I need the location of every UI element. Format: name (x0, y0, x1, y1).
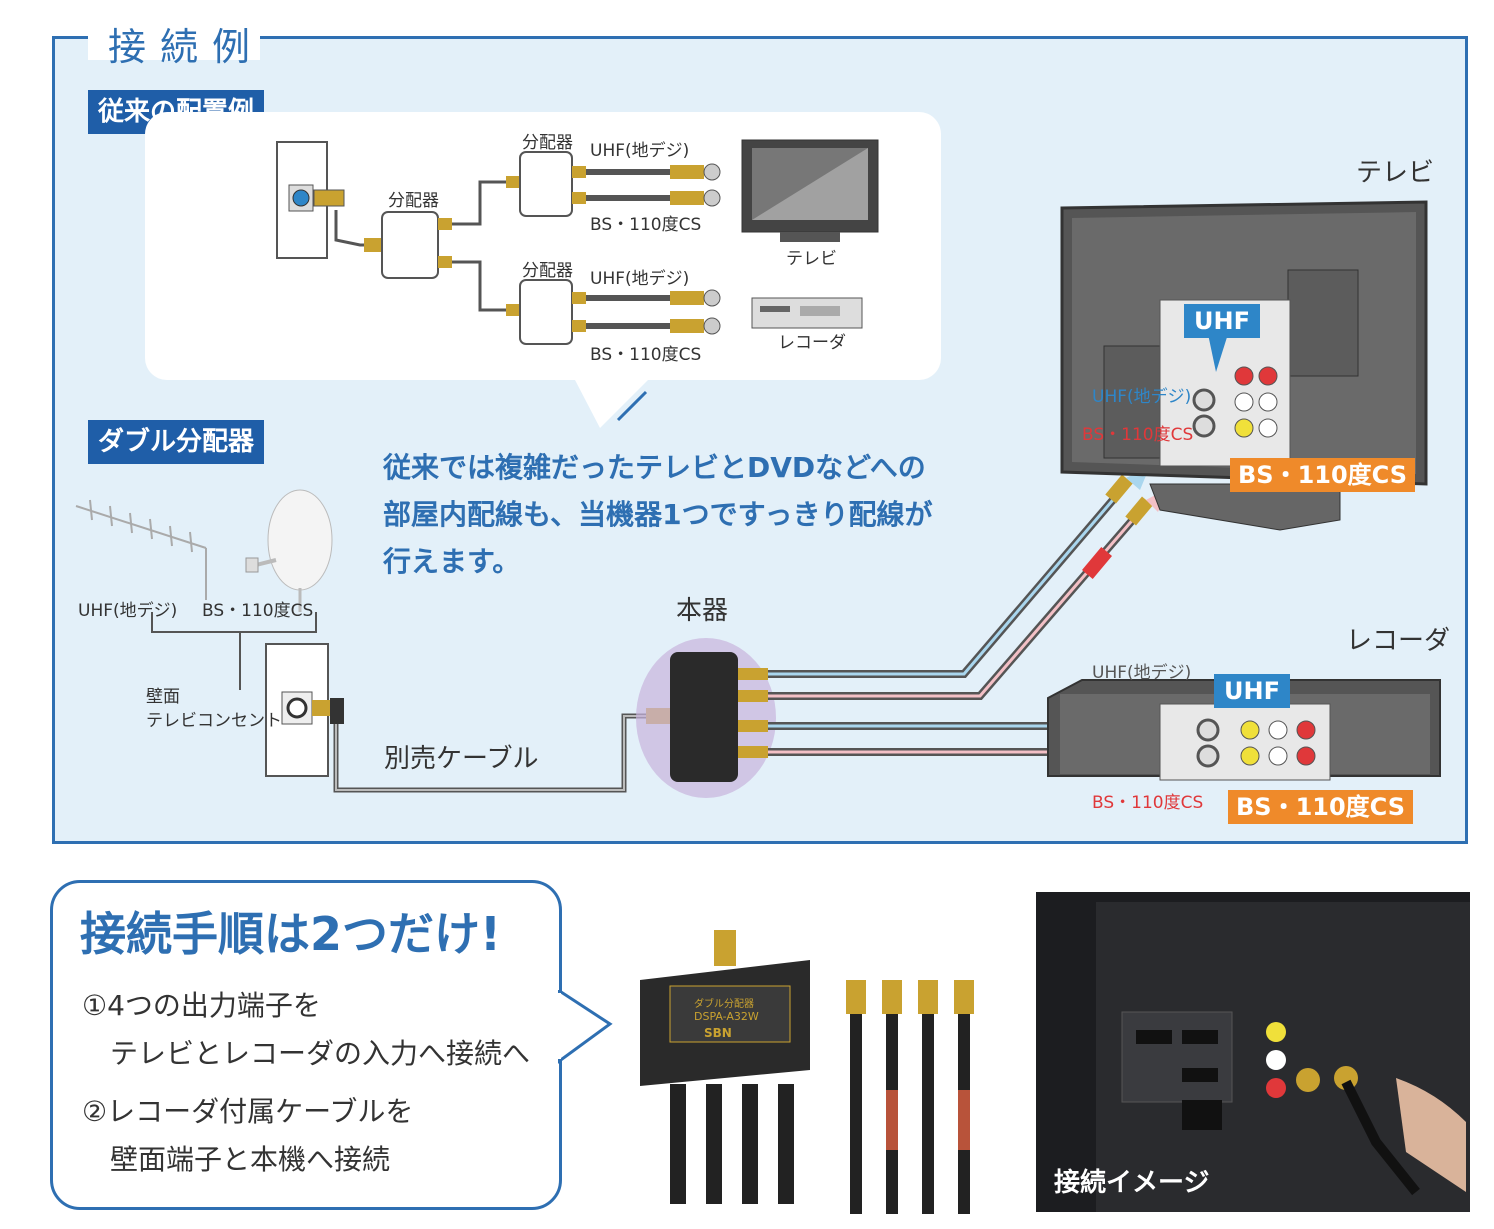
product-input-connector (714, 930, 736, 966)
cable-to-bottom-splitter (452, 260, 510, 312)
main-splitter-input-connector (364, 238, 382, 252)
conventional-recorder-label: レコーダ (778, 333, 846, 353)
top-uhf-cable (572, 163, 721, 181)
recorder-uhf-tag: UHF (1214, 674, 1290, 708)
product-model-top: ダブル分配器 (694, 999, 754, 1010)
page-title: 接続例 (108, 25, 265, 69)
tv-uhf-input-label: UHF(地デジ) (1092, 387, 1192, 407)
wall-outlet-label-1: 壁面 (146, 687, 180, 707)
recorder-bs-tag: BS・110度CS (1228, 790, 1414, 824)
description-line-1: 従来では複雑だったテレビとDVDなどへの (383, 451, 926, 484)
wall-outlet-label-2: テレビコンセント (146, 711, 282, 731)
step-1-line-2: テレビとレコーダの入力へ接続へ (110, 1037, 531, 1070)
conventional-wiring-svg (276, 139, 879, 428)
description-line-3: 行えます。 (383, 545, 521, 578)
main-splitter-output-2 (438, 256, 452, 268)
accessory-cables (846, 980, 974, 1214)
tv-bs-input-label: BS・110度CS (1082, 425, 1194, 445)
bottom-bs-label: BS・110度CS (590, 345, 702, 365)
main-splitter (381, 211, 439, 279)
top-bs-cable (572, 189, 721, 207)
product-output-cables (670, 1084, 794, 1204)
antenna-join-line (151, 612, 317, 633)
bottom-bs-cable (572, 317, 721, 335)
conventional-outlet-port (292, 189, 310, 207)
antenna-bs-label: BS・110度CS (202, 601, 314, 621)
wall-plug-elbow (330, 698, 344, 724)
description-line-2: 部屋内配線も、当機器1つですっきり配線が (383, 498, 933, 531)
conventional-recorder-icon (751, 297, 863, 329)
connection-photo (1036, 892, 1470, 1212)
step-1-line-1: ①4つの出力端子を (82, 989, 321, 1022)
cable-to-tv-bs-core (768, 515, 1138, 698)
recorder-ports (1196, 718, 1316, 768)
top-sub-splitter (519, 151, 573, 217)
cable-to-tv-uhf-core (768, 493, 1120, 676)
recorder-label: レコーダ (1346, 626, 1451, 656)
tv-bs-plug (1125, 496, 1153, 526)
product-image (640, 930, 974, 1214)
connection-photo-drawing (1096, 902, 1470, 1212)
conventional-outlet-plug (313, 189, 345, 207)
tv-bs-cable-marker (1081, 547, 1113, 579)
bottom-splitter-input (506, 304, 520, 316)
device-label: 本器 (676, 596, 729, 626)
down-arrow (575, 378, 650, 428)
tv-label: テレビ (1356, 158, 1435, 188)
cable-to-top-splitter (452, 180, 510, 226)
uhf-antenna-icon (75, 499, 207, 600)
steps-bubble-tail (558, 990, 613, 1064)
product-label-area (669, 985, 791, 1043)
bottom-splitter-label: 分配器 (522, 261, 573, 281)
output-cables (738, 668, 768, 758)
separate-cable-label: 別売ケーブル (384, 744, 539, 774)
step-2-line-2: 壁面端子と本機へ接続 (110, 1143, 391, 1176)
tv-icon (1060, 200, 1428, 531)
steps-bubble (50, 880, 562, 1210)
tv-uhf-tag: UHF (1184, 304, 1260, 338)
tv-bs-tag: BS・110度CS (1230, 458, 1416, 492)
double-splitter-wiring-svg (75, 200, 1441, 798)
conventional-tv-label: テレビ (786, 249, 837, 269)
product-brand: SBN (704, 1026, 732, 1040)
title-background (88, 14, 260, 60)
cable-to-tv-uhf (768, 491, 1122, 678)
bottom-sub-splitter (519, 279, 573, 345)
bottom-uhf-cable (572, 289, 721, 307)
tv-uhf-pointer (1208, 334, 1228, 372)
top-splitter-input (506, 176, 520, 188)
double-splitter-label: ダブル分配器 (88, 420, 265, 464)
description: 従来では複雑だったテレビとDVDなどへの 部屋内配線も、当機器1つですっきり配線… (383, 444, 933, 585)
main-splitter-label: 分配器 (388, 191, 439, 211)
recorder-uhf-input-label: UHF(地デジ) (1092, 663, 1192, 683)
antenna-uhf-label: UHF(地デジ) (78, 601, 178, 621)
recorder-bs-input-label: BS・110度CS (1092, 793, 1204, 813)
main-splitter-output-1 (438, 218, 452, 230)
top-splitter-label: 分配器 (522, 133, 573, 153)
separate-cable-highlight (335, 715, 650, 791)
conventional-tv-icon (741, 139, 879, 242)
tv-ports (1192, 366, 1278, 438)
product-model: DSPA-A32W (694, 1010, 759, 1023)
step-2-line-1: ②レコーダ付属ケーブルを (82, 1095, 414, 1128)
down-arrow-accent (616, 390, 648, 422)
top-bs-label: BS・110度CS (590, 215, 702, 235)
steps-title: 接続手順は2つだけ! (80, 907, 501, 961)
top-uhf-label: UHF(地デジ) (590, 141, 690, 161)
bottom-uhf-label: UHF(地デジ) (590, 269, 690, 289)
tv-uhf-plug (1105, 474, 1133, 504)
photo-caption: 接続イメージ (1054, 1168, 1210, 1198)
bs-dish-icon (245, 489, 333, 612)
double-splitter-device (670, 652, 738, 782)
wall-plug (312, 700, 334, 716)
wall-outlet-port (286, 697, 308, 719)
